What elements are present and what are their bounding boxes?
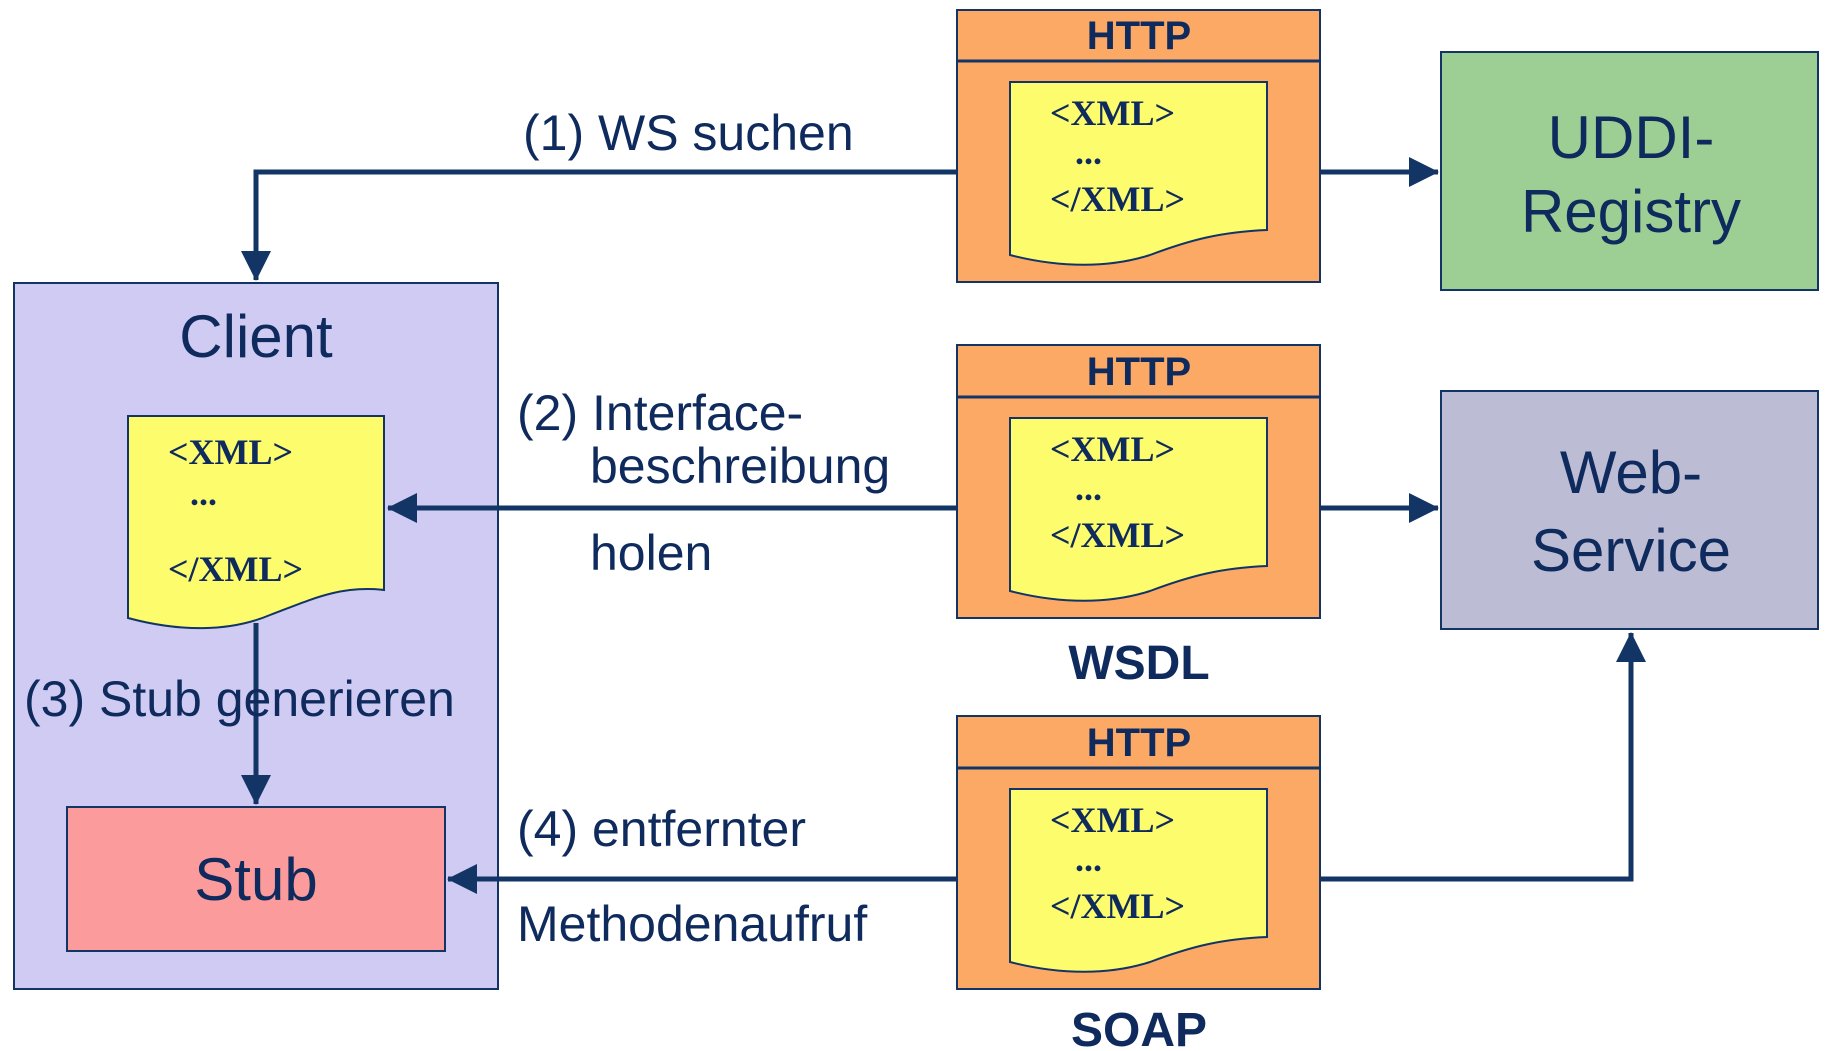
web-service-line1: Web- bbox=[1560, 439, 1702, 506]
http-xml-open-1: <XML> bbox=[1050, 93, 1175, 133]
client-xml-dots: ... bbox=[190, 473, 217, 513]
uddi-line1: UDDI- bbox=[1548, 104, 1715, 171]
stub-label: Stub bbox=[194, 846, 317, 913]
http-xml-close-1: </XML> bbox=[1050, 179, 1185, 219]
step3-label: (3) Stub generieren bbox=[24, 671, 455, 727]
step4-to-webservice-line bbox=[1320, 632, 1646, 882]
http-xml-dots-3: ... bbox=[1075, 839, 1102, 879]
client-xml-document: <XML> ... </XML> bbox=[127, 415, 385, 630]
http-header-1: HTTP bbox=[1087, 14, 1191, 58]
step2-label-line1: (2) Interface- bbox=[517, 385, 803, 441]
step1-label: (1) WS suchen bbox=[523, 105, 854, 161]
soap-caption: SOAP bbox=[1071, 1004, 1207, 1051]
step2-label-line3: holen bbox=[590, 525, 712, 581]
web-service-box bbox=[1440, 390, 1819, 630]
client-xml-close: </XML> bbox=[168, 549, 303, 589]
uddi-registry-box bbox=[1440, 51, 1819, 291]
http-xml-close-2: </XML> bbox=[1050, 515, 1185, 555]
step4-label-line1: (4) entfernter bbox=[517, 801, 806, 857]
http-header-3: HTTP bbox=[1087, 721, 1191, 765]
http-xml-open-3: <XML> bbox=[1050, 800, 1175, 840]
client-xml-open: <XML> bbox=[168, 432, 293, 472]
http-xml-dots-2: ... bbox=[1075, 468, 1102, 508]
step2-label-line2: beschreibung bbox=[590, 438, 890, 494]
step1-line bbox=[241, 169, 957, 281]
http-xml-open-2: <XML> bbox=[1050, 429, 1175, 469]
web-service-line2: Service bbox=[1531, 517, 1731, 584]
http-message-3: HTTP <XML> ... </XML> bbox=[956, 715, 1321, 990]
http-message-1: HTTP <XML> ... </XML> bbox=[956, 9, 1321, 283]
http-xml-dots-1: ... bbox=[1075, 132, 1102, 172]
http-header-2: HTTP bbox=[1087, 350, 1191, 394]
client-title: Client bbox=[179, 303, 333, 370]
http-xml-close-3: </XML> bbox=[1050, 886, 1185, 926]
http-message-2: HTTP <XML> ... </XML> bbox=[956, 344, 1321, 619]
stub-box bbox=[66, 806, 446, 952]
wsdl-caption: WSDL bbox=[1068, 637, 1209, 690]
step4-label-line2: Methodenaufruf bbox=[517, 896, 867, 952]
uddi-line2: Registry bbox=[1521, 178, 1741, 245]
